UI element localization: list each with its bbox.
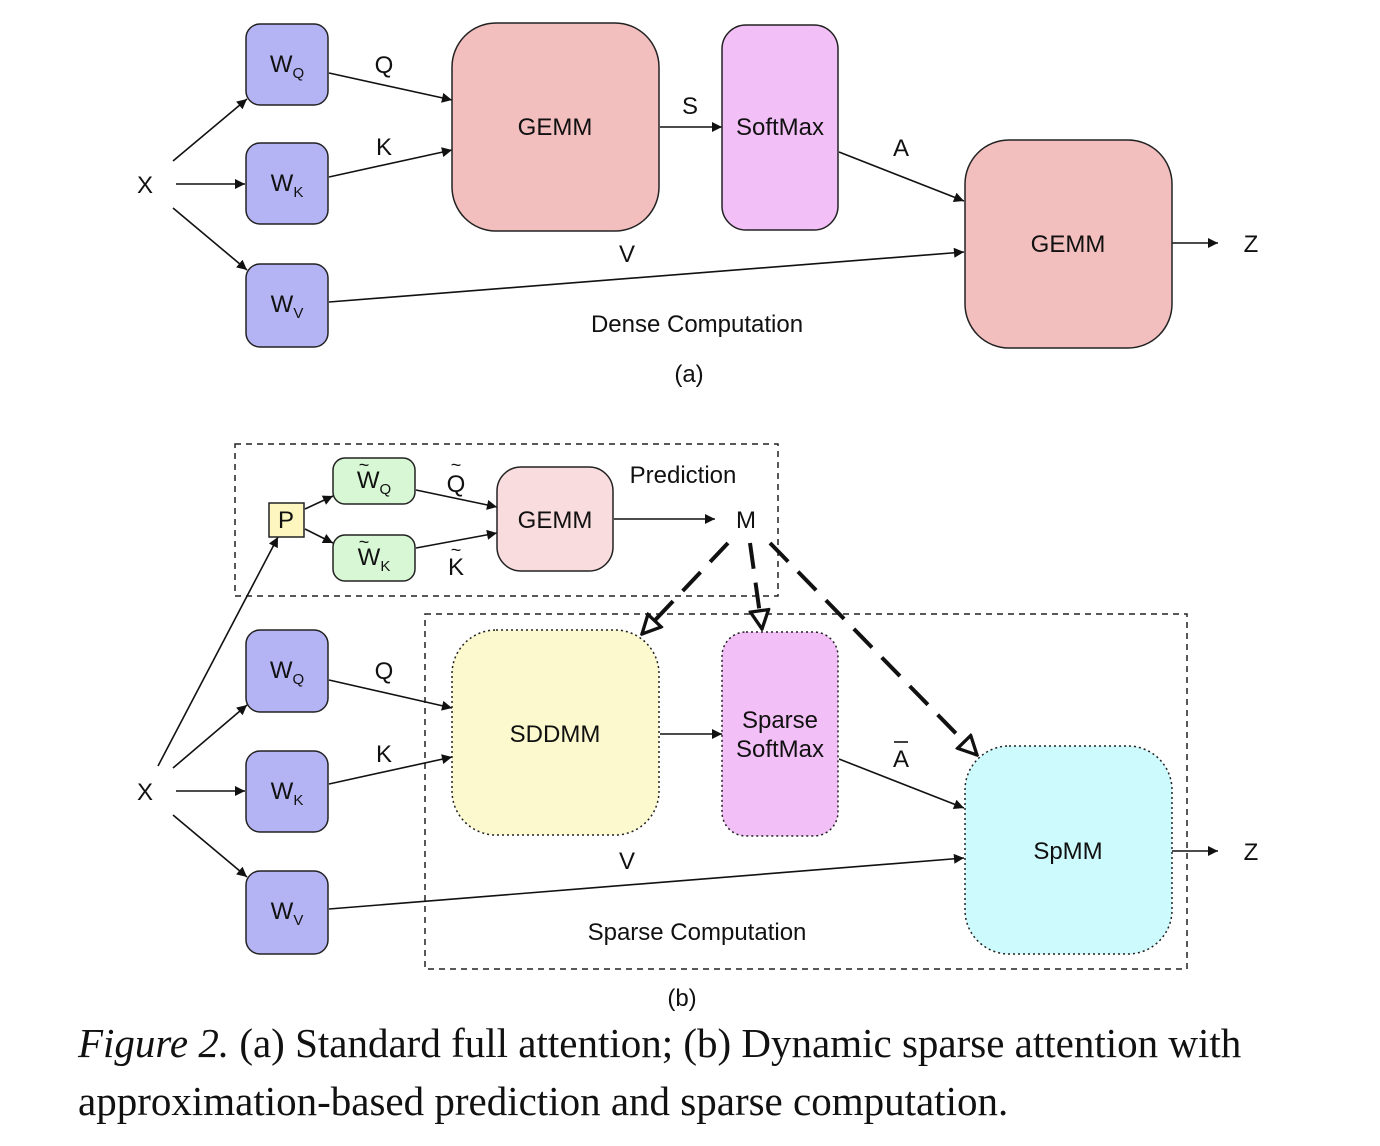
spmm-box: SpMM <box>964 745 1173 955</box>
mask-m: M <box>736 507 756 534</box>
tilde-mark: ~ <box>451 540 462 560</box>
tilde-mark: ~ <box>359 532 370 552</box>
edge-p-wk-approx <box>304 528 334 544</box>
edge-v <box>328 247 965 303</box>
mask-arrow-sddmm <box>642 541 730 634</box>
weight-k-box: WK <box>245 142 329 225</box>
edge-k <box>328 147 453 178</box>
weight-k-box-b: WK <box>245 750 329 833</box>
svg-text:WK: WK <box>271 170 304 201</box>
svg-text:WQ: WQ <box>270 51 304 82</box>
figure-caption: Figure 2. (a) Standard full attention; (… <box>78 1014 1348 1130</box>
weight-v-box-b: WV <box>245 870 329 955</box>
edge-x-wq-b <box>172 704 248 769</box>
sparse-computation-label: Sparse Computation <box>588 919 807 946</box>
mask-arrow-spmm <box>768 541 977 755</box>
svg-text:WV: WV <box>271 898 304 929</box>
gemm-box-1: GEMM <box>451 22 660 232</box>
approx-weight-k-box: WK ~ <box>332 532 416 582</box>
weight-v-box: WV <box>245 263 329 348</box>
prediction-label: Prediction <box>630 462 737 489</box>
prediction-gemm-box: GEMM <box>496 466 614 572</box>
tilde-mark: ~ <box>359 455 370 475</box>
edge-q-approx <box>415 489 498 510</box>
label-v: V <box>619 241 635 268</box>
label-v-b: V <box>619 848 635 875</box>
label-a: A <box>893 135 909 162</box>
input-x: X <box>137 172 153 199</box>
dense-computation-label: Dense Computation <box>591 311 803 338</box>
caption-text: (a) Standard full attention; (b) Dynamic… <box>78 1020 1242 1124</box>
weight-q-box: WQ <box>245 23 329 106</box>
panel-b: X P WQ ~ WK ~ ~ Q ~ K GEMM Prediction M <box>137 443 1259 1012</box>
sparse-computation-frame <box>424 613 1188 970</box>
sparse-softmax-box: Sparse SoftMax <box>721 631 839 837</box>
svg-text:WK: WK <box>358 544 391 575</box>
label-k-approx: K <box>448 554 464 581</box>
label-q-b: Q <box>375 658 394 685</box>
output-z-b: Z <box>1244 839 1259 866</box>
label-a-bar: A <box>893 746 909 773</box>
svg-text:GEMM: GEMM <box>518 114 593 141</box>
label-k: K <box>376 134 392 161</box>
weight-q-box-b: WQ <box>245 629 329 713</box>
edge-x-wv <box>172 207 248 271</box>
edge-x-wq <box>172 98 248 162</box>
approx-weight-q-box: WQ ~ <box>332 455 416 505</box>
sddmm-box: SDDMM <box>451 629 660 836</box>
mask-arrow-softmax <box>748 542 762 629</box>
edge-a <box>838 151 965 203</box>
p-box: P <box>268 502 305 538</box>
panel-b-tag: (b) <box>667 985 696 1012</box>
figure-label: Figure 2. <box>78 1020 230 1066</box>
svg-text:Sparse: Sparse <box>742 707 818 734</box>
label-q: Q <box>375 52 394 79</box>
svg-text:SpMM: SpMM <box>1033 838 1102 865</box>
tilde-mark: ~ <box>451 455 462 475</box>
panel-a: X WQ WK WV Q K S A V GEMM SoftMax <box>137 22 1259 388</box>
svg-text:WQ: WQ <box>357 467 391 498</box>
softmax-box: SoftMax <box>721 24 839 231</box>
panel-a-tag: (a) <box>674 361 703 388</box>
svg-text:SoftMax: SoftMax <box>736 114 824 141</box>
edge-x-p <box>157 536 279 767</box>
svg-text:WK: WK <box>271 778 304 809</box>
svg-text:SoftMax: SoftMax <box>736 736 824 763</box>
label-s: S <box>682 93 698 120</box>
svg-text:P: P <box>278 507 294 534</box>
edge-a-b <box>838 758 965 810</box>
edge-k-b <box>328 754 453 785</box>
svg-text:WQ: WQ <box>270 657 304 688</box>
edge-p-wq-approx <box>304 495 334 510</box>
edge-k-approx <box>415 529 498 549</box>
label-q-approx: Q <box>447 471 466 498</box>
svg-text:SDDMM: SDDMM <box>510 721 601 748</box>
edge-v-b <box>328 853 965 910</box>
gemm-box-2: GEMM <box>964 139 1173 349</box>
edge-x-wv-b <box>172 814 248 878</box>
svg-text:GEMM: GEMM <box>518 507 593 534</box>
label-k-b: K <box>376 741 392 768</box>
prediction-frame <box>234 443 779 597</box>
edge-q-b <box>328 679 453 711</box>
edge-q <box>328 72 453 103</box>
output-z: Z <box>1244 231 1259 258</box>
svg-text:GEMM: GEMM <box>1031 231 1106 258</box>
svg-text:WV: WV <box>271 291 304 322</box>
input-x-b: X <box>137 779 153 806</box>
